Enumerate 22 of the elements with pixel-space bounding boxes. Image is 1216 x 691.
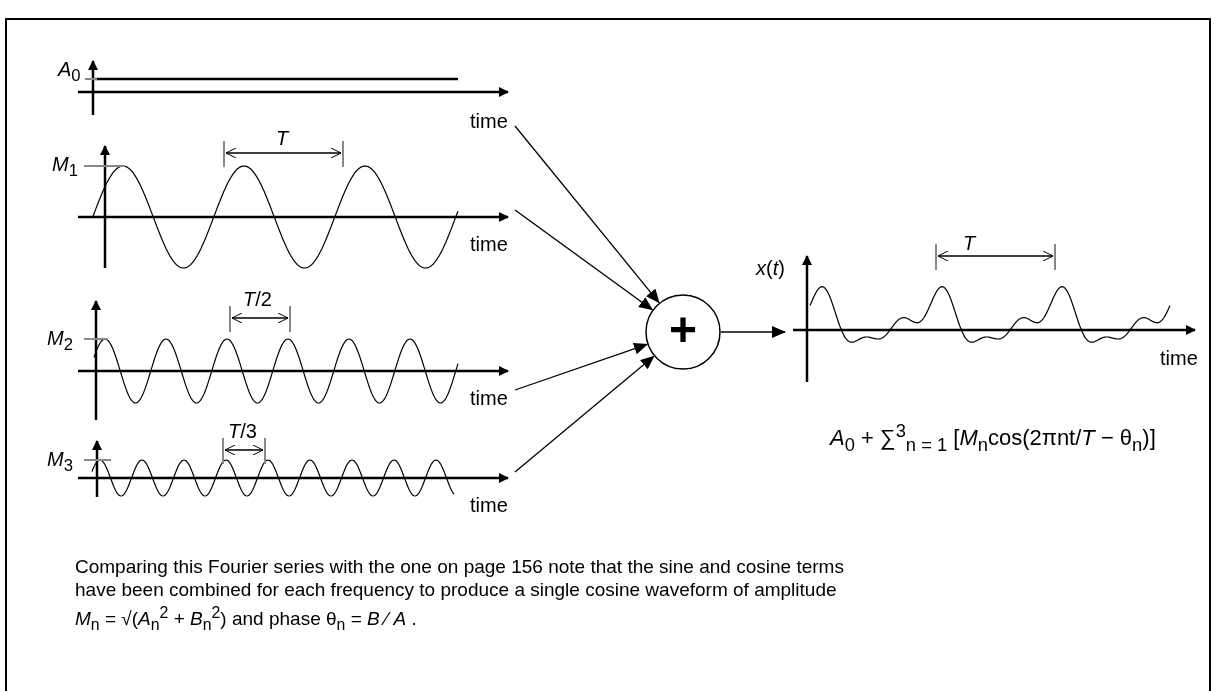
axis-label: time	[470, 233, 508, 255]
arrow	[514, 355, 655, 473]
caption-text: Comparing this Fourier series with the one on page 156 note that the sine and cosine terms have been combined for each frequency to produce a single cosine waveform of amplitude M$_{n}$ = √(A$_{n}$$^{2}$ + B$_{n}$$^{2}$) and phase θ$_{n}$ = B ⁄ A .	[75, 555, 845, 636]
arrow	[514, 209, 654, 311]
amplitude-label: M$_{2}$	[47, 327, 73, 356]
axis-label: time	[470, 494, 508, 516]
amplitude-label: A$_{0}$	[58, 58, 81, 87]
amplitude-label: M$_{3}$	[47, 448, 73, 477]
formula: A$_{0}$ + ∑$^{3}$$_{n = 1}$ [M$_{n}$cos(2πnt/T − θ$_{n}$)]	[830, 420, 1156, 456]
amplitude-label: M$_{1}$	[52, 153, 78, 182]
axis-label: time	[470, 387, 508, 409]
period-label: T/3	[228, 420, 257, 442]
period-label: T	[963, 232, 976, 254]
signal-label: x(t)	[756, 257, 785, 279]
arrow	[514, 342, 649, 391]
plus-sign: +	[669, 306, 697, 355]
period-label: T/2	[243, 288, 272, 310]
axis-label: time	[470, 110, 508, 132]
period-label: T	[276, 127, 289, 149]
arrow	[720, 326, 786, 338]
arrow	[514, 125, 660, 304]
axis-label: time	[1160, 347, 1198, 369]
